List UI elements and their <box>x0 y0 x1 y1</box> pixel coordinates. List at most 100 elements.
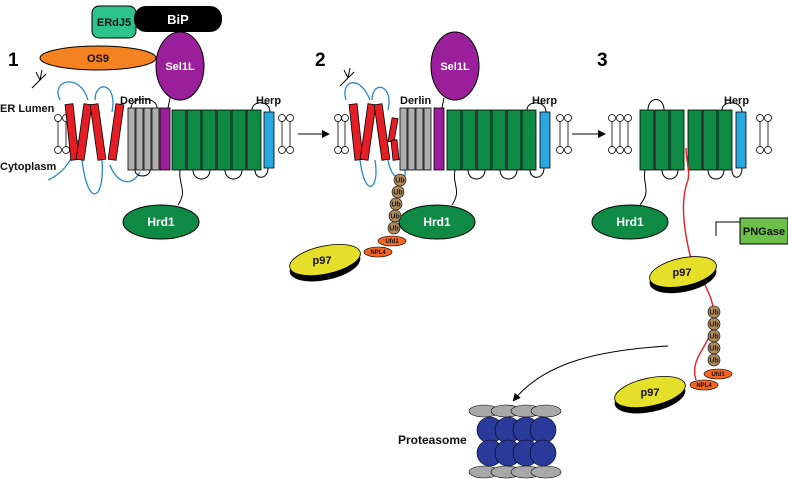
proteasome-label: Proteasome <box>398 433 467 447</box>
ub-bead: Ub <box>389 197 403 211</box>
step-1-number: 1 <box>8 50 19 71</box>
herp-tm-3 <box>735 111 747 169</box>
arrow-to-proteasome <box>512 345 669 402</box>
proteasome: Proteasome <box>398 404 562 479</box>
proteasome-top-cap <box>468 404 562 418</box>
hrd1-tm <box>171 109 262 171</box>
ub-bead: Ub <box>387 221 401 235</box>
panel-1: ERdJ5 BiP OS9 Sel1L ER Lumen Derlin Herp… <box>0 5 330 240</box>
svg-text:Ub: Ub <box>709 358 718 365</box>
herp-label-1: Herp <box>256 95 281 107</box>
ub-bead: Ub <box>707 353 721 367</box>
p97-label-3a: p97 <box>673 267 692 279</box>
hrd1-label-1: Hrd1 <box>147 215 175 229</box>
p97-label-2: p97 <box>313 255 332 267</box>
npl4-label-3: NPL4 <box>696 383 712 389</box>
herp-tm <box>263 111 275 169</box>
svg-text:Ub: Ub <box>391 202 400 209</box>
svg-text:Ub: Ub <box>393 190 402 197</box>
svg-text:Ub: Ub <box>709 310 718 317</box>
membrane-bilayer-2 <box>334 114 572 154</box>
panel-3: Herp Hrd1 PNGase p97 Ub Ub Ub <box>512 95 788 414</box>
derlin-label-1: Derlin <box>120 95 151 107</box>
derlin-label-2: Derlin <box>400 95 431 107</box>
pngase-connector <box>715 221 740 236</box>
herp-loop <box>251 102 271 113</box>
ub-bead: Ub <box>707 341 721 355</box>
substrate-helices <box>64 103 125 161</box>
panel-2: Sel1L Derlin Herp Hrd1 Ub Ub Ub Ub <box>289 31 606 282</box>
svg-text:Ub: Ub <box>709 322 718 329</box>
hrd1-ellipse-2 <box>398 204 476 240</box>
svg-text:Ub: Ub <box>709 334 718 341</box>
p97-ellipse-2 <box>289 243 361 277</box>
hrd1-tm-3 <box>639 109 733 171</box>
os9-ellipse <box>39 45 157 71</box>
step-2-number: 2 <box>315 50 326 71</box>
ufd1-2 <box>377 235 407 247</box>
sel1l-label: Sel1L <box>165 61 195 73</box>
hrd1-tm-2 <box>446 109 537 171</box>
sel1l-tm <box>159 107 171 171</box>
p97-label-3b: p97 <box>641 387 660 399</box>
er-lumen-label: ER Lumen <box>0 103 55 115</box>
svg-text:Ub: Ub <box>709 346 718 353</box>
proteasome-core <box>476 416 557 467</box>
ub-bead: Ub <box>707 329 721 343</box>
membrane-bilayer <box>54 114 294 154</box>
hrd1-ellipse-1 <box>122 204 200 240</box>
hrd1-label-3: Hrd1 <box>616 215 644 229</box>
bip-box <box>134 6 222 32</box>
sel1l-ellipse-2 <box>430 31 480 101</box>
npl4-2 <box>363 246 393 258</box>
ub-bead: Ub <box>391 185 405 199</box>
derlin-2 <box>399 107 432 171</box>
sel1l-ellipse <box>155 31 205 101</box>
herp-label-2: Herp <box>532 95 557 107</box>
npl4-label-2: NPL4 <box>370 250 386 256</box>
hrd1-label-2: Hrd1 <box>423 215 451 229</box>
ub-bead: Ub <box>707 317 721 331</box>
ubiquitin-chain-3: Ub Ub Ub Ub Ub <box>707 305 721 367</box>
sel1l-stalk <box>167 97 171 109</box>
svg-text:Ub: Ub <box>395 178 404 185</box>
proteasome-bottom-cap <box>468 465 562 479</box>
membrane-bilayer-3 <box>608 114 772 154</box>
glycan-tree <box>31 69 47 89</box>
svg-text:Ub: Ub <box>390 214 399 221</box>
ub-bead: Ub <box>388 209 402 223</box>
ub-bead: Ub <box>393 173 407 187</box>
glycan-tree-2 <box>339 67 355 87</box>
derlin <box>127 107 160 171</box>
herp-label-3: Herp <box>724 95 749 107</box>
sel1l-label-2: Sel1L <box>440 61 470 73</box>
sel1l-stalk-2 <box>441 97 445 109</box>
ub-bead: Ub <box>707 305 721 319</box>
ubiquitin-chain-2: Ub Ub Ub Ub Ub <box>387 173 407 235</box>
hrd1-loops <box>134 167 269 206</box>
npl4-3 <box>689 379 719 391</box>
ufd1-3 <box>703 368 733 380</box>
p97-ellipse-3b <box>614 375 686 409</box>
hrd1-ellipse-3 <box>591 204 669 240</box>
svg-text:Ub: Ub <box>389 226 398 233</box>
ufd1-label-2: Ufd1 <box>385 239 399 245</box>
os9-label: OS9 <box>87 53 109 65</box>
step-3-number: 3 <box>597 50 608 71</box>
sel1l-tm-2 <box>433 107 445 171</box>
substrate-helices-2 <box>348 103 400 161</box>
p97-ellipse-3a <box>649 256 717 288</box>
bip-label: BiP <box>167 12 189 27</box>
substrate-strand-3 <box>682 147 715 381</box>
pngase-label: PNGase <box>743 226 785 238</box>
hrd1-loops-3 <box>639 99 743 206</box>
pngase-box <box>739 217 788 245</box>
derlin-loop <box>130 98 158 109</box>
hrd1-loops-2 <box>451 102 547 206</box>
herp-tm-2 <box>539 111 551 169</box>
cytoplasm-label: Cytoplasm <box>0 161 56 173</box>
ufd1-label-3: Ufd1 <box>711 372 725 378</box>
erdj5-label: ERdJ5 <box>97 17 131 29</box>
